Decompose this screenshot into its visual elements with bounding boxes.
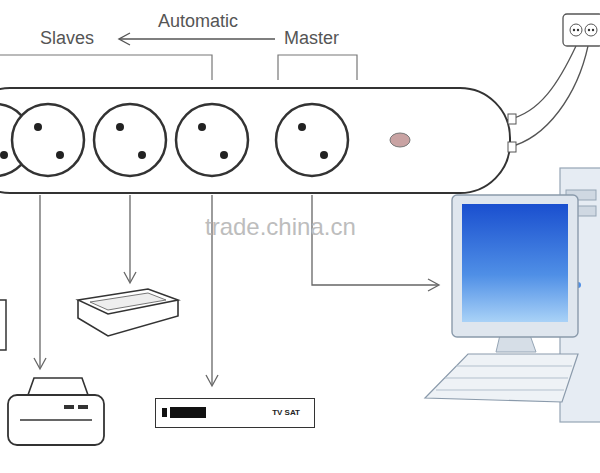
socket-hole [34, 123, 42, 131]
arrow-label: Automatic [158, 11, 238, 32]
printer-button [64, 405, 74, 409]
slave-socket [12, 104, 84, 176]
wall-socket-face [570, 24, 582, 36]
cable-grommet [508, 142, 516, 152]
printer-button [78, 405, 88, 409]
wall-socket-face [585, 24, 597, 36]
power-cable [505, 46, 576, 120]
arrow-head [34, 358, 46, 369]
power-strip [0, 88, 510, 193]
keyboard-keys [436, 366, 572, 390]
set-top-box: TV SAT [155, 398, 315, 428]
socket-hole [138, 151, 146, 159]
device-label: TV SAT [272, 408, 300, 418]
printer [8, 378, 104, 445]
scanner-lid [78, 289, 178, 314]
master-socket [276, 104, 348, 176]
arrow-head [119, 33, 130, 45]
monitor-screen [462, 204, 568, 322]
socket-hole [220, 151, 228, 159]
scanner-glass [90, 293, 166, 310]
wall-socket [563, 14, 600, 46]
master-bracket [278, 55, 357, 80]
lamp-device [0, 300, 6, 350]
arrow-head [428, 279, 439, 291]
arrow-head [206, 375, 218, 386]
socket-hole [298, 123, 306, 131]
slaves-bracket [0, 55, 212, 80]
printer-slot [20, 419, 92, 420]
indicator-light [390, 133, 410, 147]
socket-hole [56, 151, 64, 159]
slave-socket [94, 104, 166, 176]
watermark: trade.china.cn [205, 213, 356, 241]
computer [425, 168, 600, 422]
socket-hole [588, 29, 590, 31]
automatic-arrow [120, 38, 275, 39]
socket-hole [198, 123, 206, 131]
printer-body [8, 395, 104, 445]
keyboard [425, 354, 578, 402]
socket-hole [577, 29, 579, 31]
arrow-head [124, 272, 136, 283]
leader-arrow [39, 195, 40, 368]
socket-hole [0, 151, 8, 159]
sockets [0, 104, 348, 176]
socket-hole [573, 29, 575, 31]
power-cable [505, 46, 588, 148]
printer-paper-tray [28, 378, 88, 395]
display-panel [170, 407, 206, 418]
scanner [78, 289, 178, 336]
socket-hole [116, 123, 124, 131]
group-label: Slaves [40, 28, 94, 49]
display-panel [162, 408, 167, 417]
socket-hole [592, 29, 594, 31]
slave-socket [176, 104, 248, 176]
socket-hole [320, 151, 328, 159]
leader-arrow [129, 195, 130, 282]
group-label: Master [284, 28, 339, 49]
cable-grommet [508, 114, 516, 124]
monitor [452, 195, 578, 337]
